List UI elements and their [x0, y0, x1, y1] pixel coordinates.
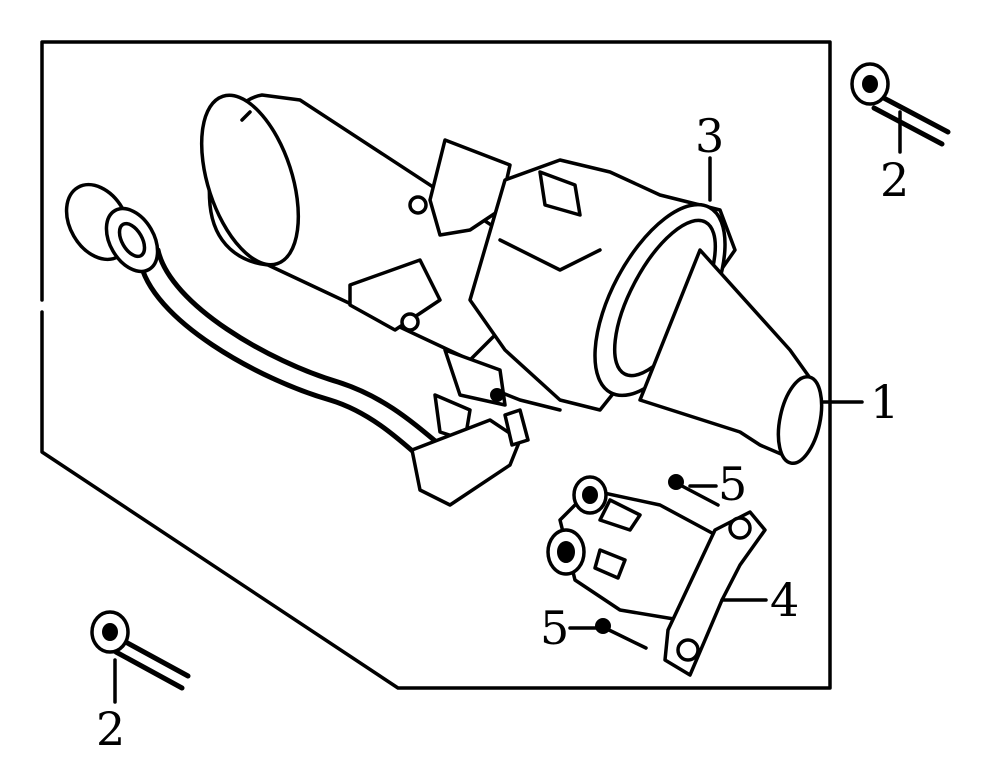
bolt-top-drawing	[850, 62, 951, 147]
callout-2-bottom: 2	[96, 702, 125, 756]
starter-relay-drawing	[546, 475, 767, 677]
starter-cable-drawing	[64, 182, 530, 507]
callout-5-lower: 5	[540, 601, 569, 655]
screw-lower-drawing	[595, 618, 648, 650]
screw-upper-drawing	[668, 474, 720, 507]
assembly-frame	[40, 40, 832, 690]
callout-2-top: 2	[880, 153, 909, 207]
callout-3: 3	[695, 109, 724, 163]
callout-1: 1	[870, 375, 899, 429]
callout-5-upper: 5	[718, 457, 747, 511]
starter-motor-drawing	[199, 93, 824, 465]
bolt-bottom-drawing	[90, 610, 191, 691]
callout-4: 4	[770, 573, 799, 627]
